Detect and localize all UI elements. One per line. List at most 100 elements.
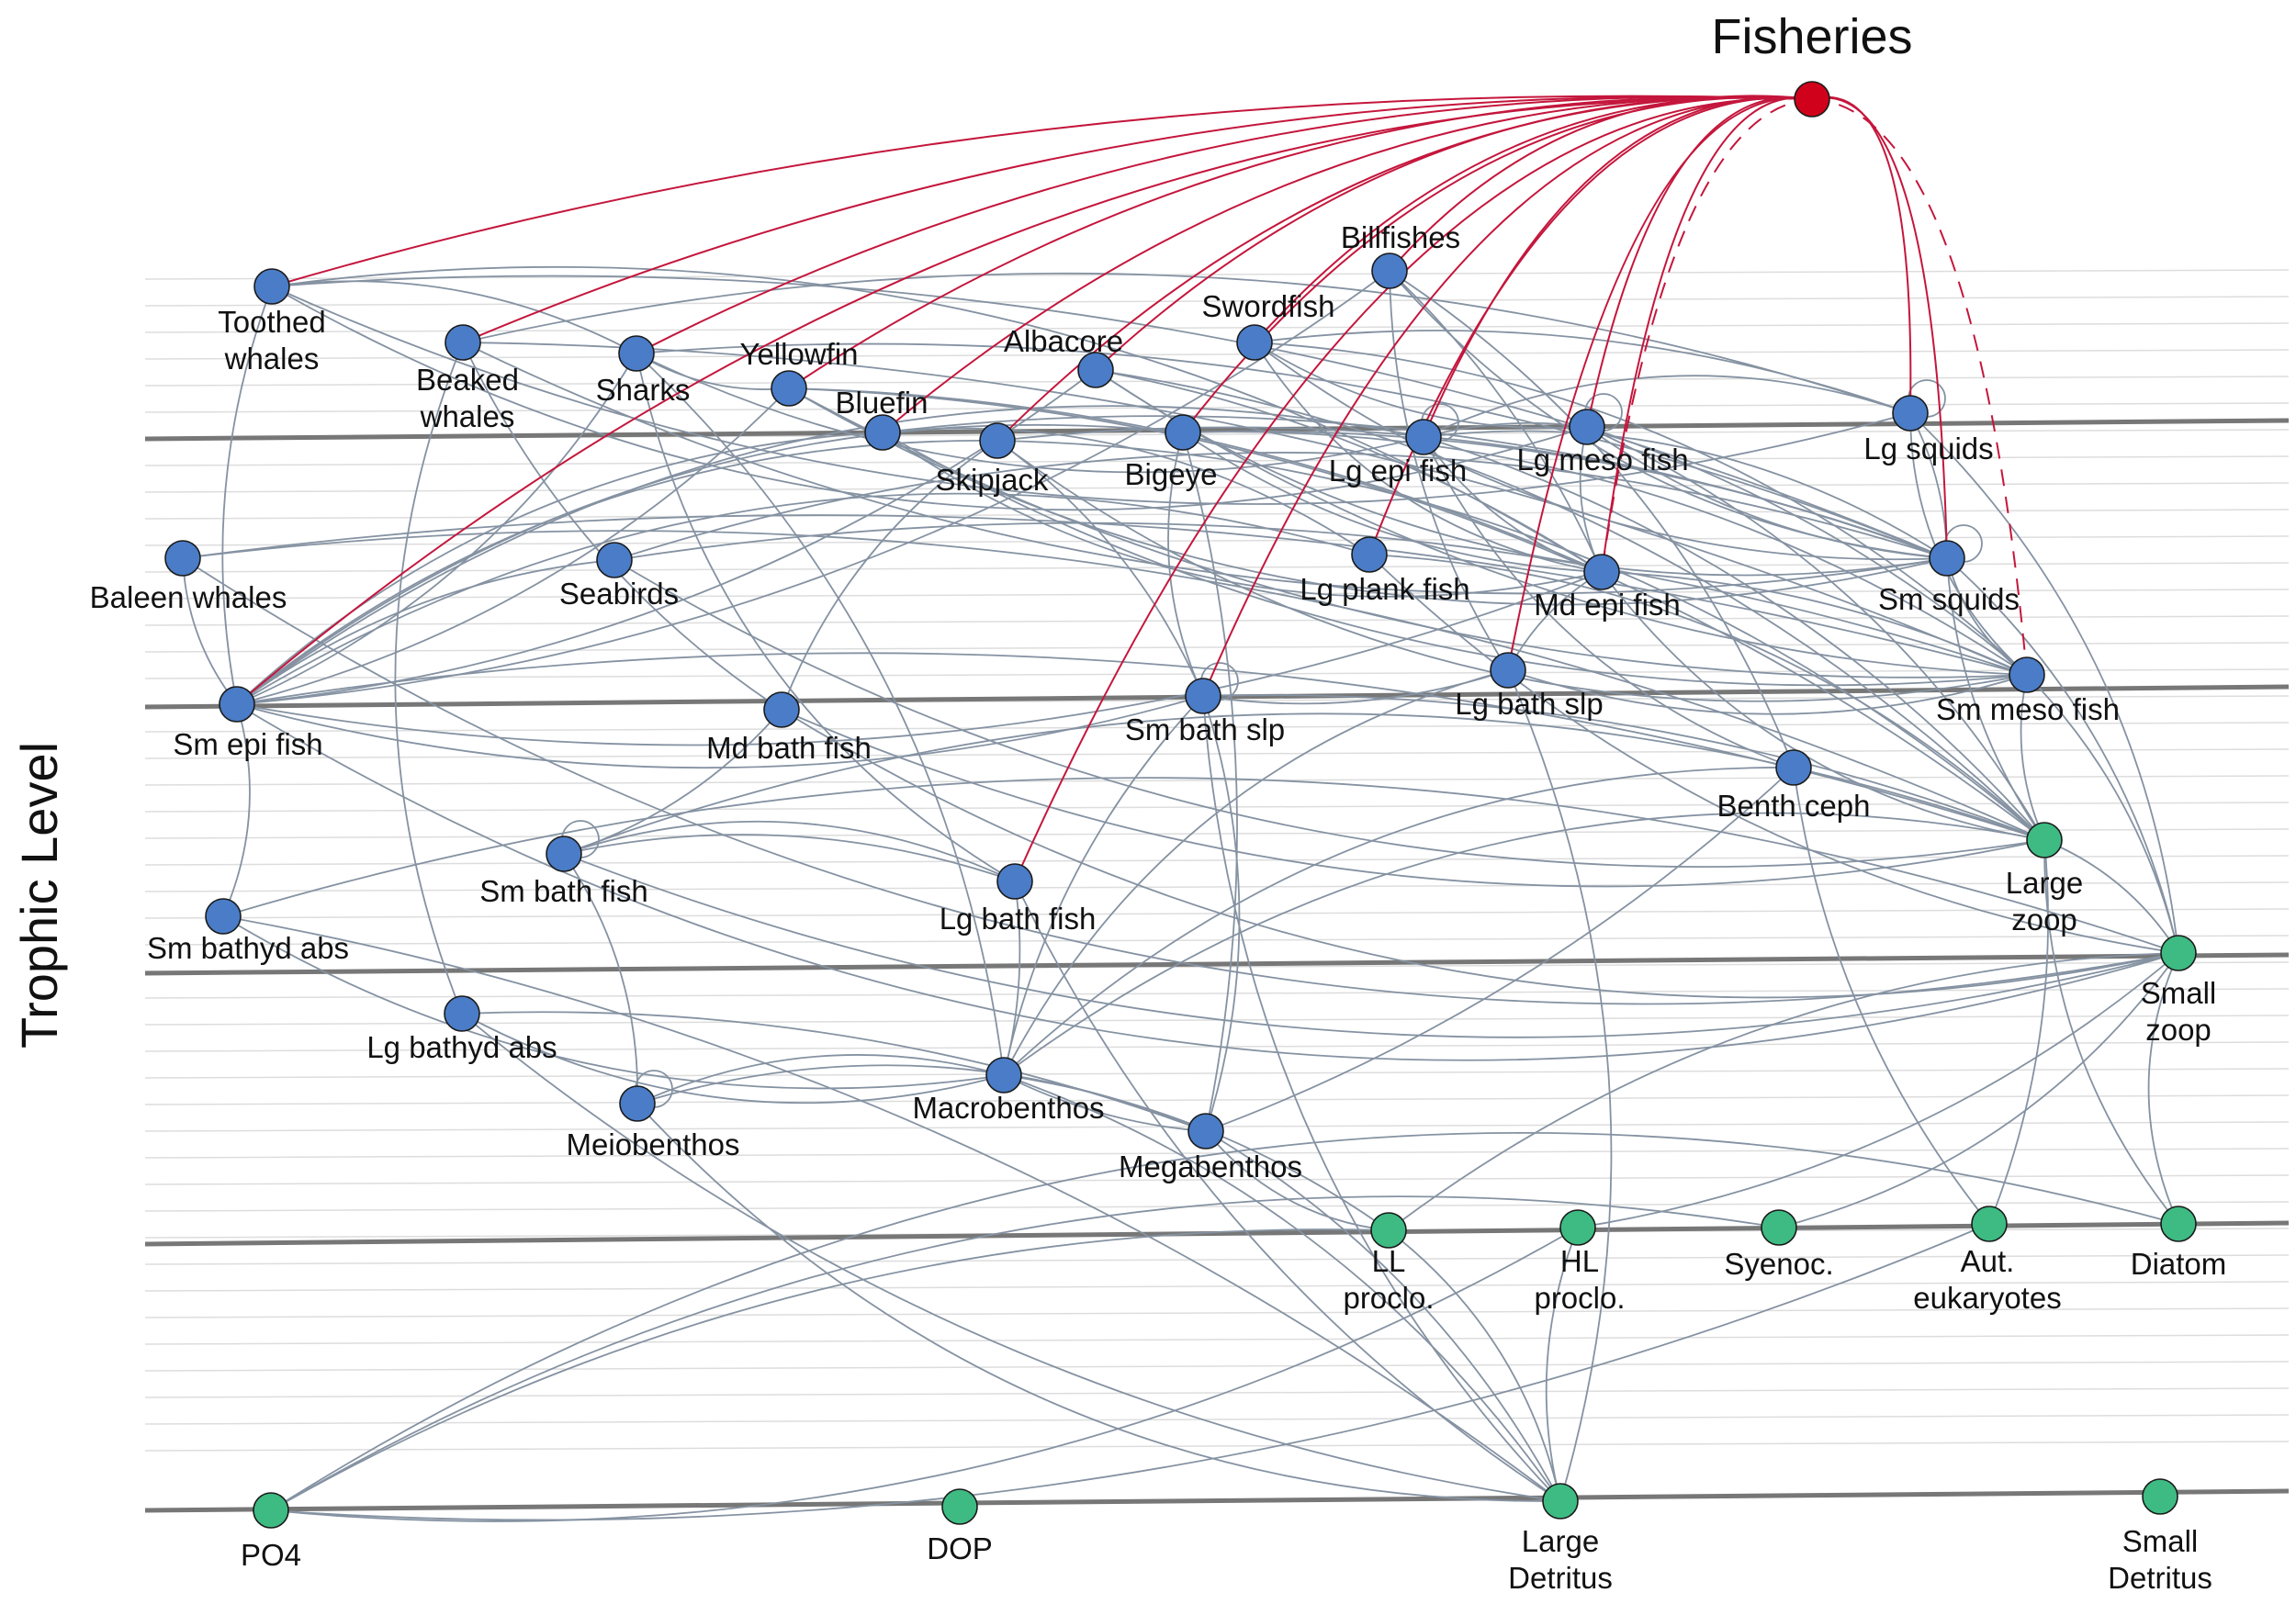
species-nodes	[164, 81, 2197, 1529]
trophic-link	[1003, 812, 2045, 1076]
trophic-link	[2026, 674, 2179, 954]
fishing-link	[1389, 95, 1813, 272]
trophic-level-line	[144, 952, 2290, 976]
trophic-level-line	[144, 418, 2290, 442]
trophic-link	[781, 440, 998, 711]
node-seabirds	[596, 542, 633, 578]
label-lg-meso-fish: Lg meso fish	[1516, 443, 1688, 477]
grid-line	[144, 376, 2290, 387]
fishing-link	[271, 95, 1813, 287]
node-fisheries	[1794, 81, 1830, 118]
fishing-link	[1182, 95, 1813, 433]
label-skipjack: Skipjack	[936, 463, 1049, 497]
trophic-link	[236, 432, 884, 705]
trophic-link	[236, 492, 1370, 705]
trophic-link	[1423, 421, 1588, 438]
trophic-link	[1423, 430, 1948, 559]
trophic-link	[2147, 952, 2179, 1225]
label-dop: DOP	[927, 1531, 993, 1565]
trophic-link	[462, 342, 782, 711]
grid-line	[144, 509, 2290, 520]
trophic-link	[222, 777, 2179, 954]
trophic-link	[1507, 669, 2028, 715]
label-lg-epi-fish: Lg epi fish	[1329, 454, 1467, 488]
node-small-detritus	[2142, 1478, 2178, 1515]
trophic-link	[1202, 695, 1241, 1132]
grid-line	[144, 1414, 2290, 1425]
label-megabenthos: Megabenthos	[1119, 1150, 1302, 1183]
trophic-link	[1003, 669, 1509, 1076]
trophic-link	[222, 703, 251, 917]
label-diatom: Diatom	[2131, 1247, 2227, 1281]
trophic-link	[1388, 1229, 1561, 1502]
grid-line	[144, 935, 2290, 946]
trophic-link	[563, 853, 639, 1105]
grid-lines	[144, 269, 2290, 1452]
label-po4: PO4	[241, 1538, 301, 1572]
trophic-link	[1182, 432, 1603, 573]
trophic-link	[2020, 674, 2045, 841]
node-toothed-whales	[253, 268, 290, 305]
trophic-link	[270, 1223, 1990, 1521]
trophic-link	[788, 387, 1603, 573]
grid-line	[144, 1441, 2290, 1452]
node-meiobenthos	[619, 1085, 656, 1122]
node-megabenthos	[1187, 1113, 1224, 1150]
trophic-link	[636, 1054, 1005, 1105]
trophic-link	[236, 695, 1204, 769]
trophic-link	[182, 530, 2045, 841]
trophic-link	[271, 280, 637, 354]
node-lg-bath-slp	[1490, 652, 1526, 689]
trophic-link	[1003, 695, 1204, 1076]
trophic-link	[1601, 571, 2028, 676]
trophic-link	[236, 270, 1390, 705]
label-sm-squids: Sm squids	[1878, 582, 2020, 616]
fishing-link	[1254, 95, 1813, 343]
trophic-link	[781, 709, 2179, 999]
fishing-link	[1202, 96, 1813, 697]
grid-line	[144, 668, 2290, 679]
trophic-link	[1205, 767, 1795, 1132]
label-sm-bathyd-abs: Sm bathyd abs	[147, 931, 349, 965]
node-lg-bathyd-abs	[444, 995, 480, 1032]
grid-line	[144, 1281, 2290, 1292]
trophic-link	[1254, 330, 1911, 414]
label-lg-bathyd-abs: Lg bathyd abs	[366, 1030, 557, 1064]
label-sm-meso-fish: Sm meso fish	[1936, 692, 2120, 726]
trophic-link	[996, 440, 2045, 841]
trophic-link	[1202, 694, 2045, 841]
trophic-link	[1182, 431, 2028, 676]
label-sm-epi-fish: Sm epi fish	[173, 727, 322, 761]
grid-line	[144, 908, 2290, 919]
label-sharks: Sharks	[596, 373, 691, 407]
node-yellowfin	[771, 370, 807, 407]
label-yellowfin: Yellowfin	[739, 337, 858, 371]
node-lg-epi-fish	[1405, 419, 1442, 455]
trophic-link	[1368, 554, 2179, 954]
node-macrobenthos	[985, 1057, 1022, 1094]
label-lg-bath-fish: Lg bath fish	[940, 902, 1097, 936]
trophic-link	[236, 571, 1603, 746]
trophic-link	[1003, 1074, 1561, 1502]
trophic-link	[563, 712, 2045, 855]
node-bluefin	[864, 414, 901, 451]
trophic-link	[1003, 767, 1795, 1076]
node-hl-proclo	[1559, 1209, 1596, 1246]
trophic-link	[636, 353, 790, 390]
trophic-link	[636, 353, 1016, 882]
trophic-link	[271, 275, 1948, 559]
grid-line	[144, 562, 2290, 573]
grid-line	[144, 349, 2290, 360]
fishing-link	[1601, 98, 1813, 573]
fishing-links	[236, 95, 2028, 882]
trophic-link	[270, 1195, 1780, 1511]
trophic-link	[996, 440, 2028, 702]
trophic-link	[1423, 436, 2045, 841]
trophic-link	[222, 915, 1005, 1090]
grid-line	[144, 722, 2290, 733]
grid-line	[144, 402, 2290, 413]
